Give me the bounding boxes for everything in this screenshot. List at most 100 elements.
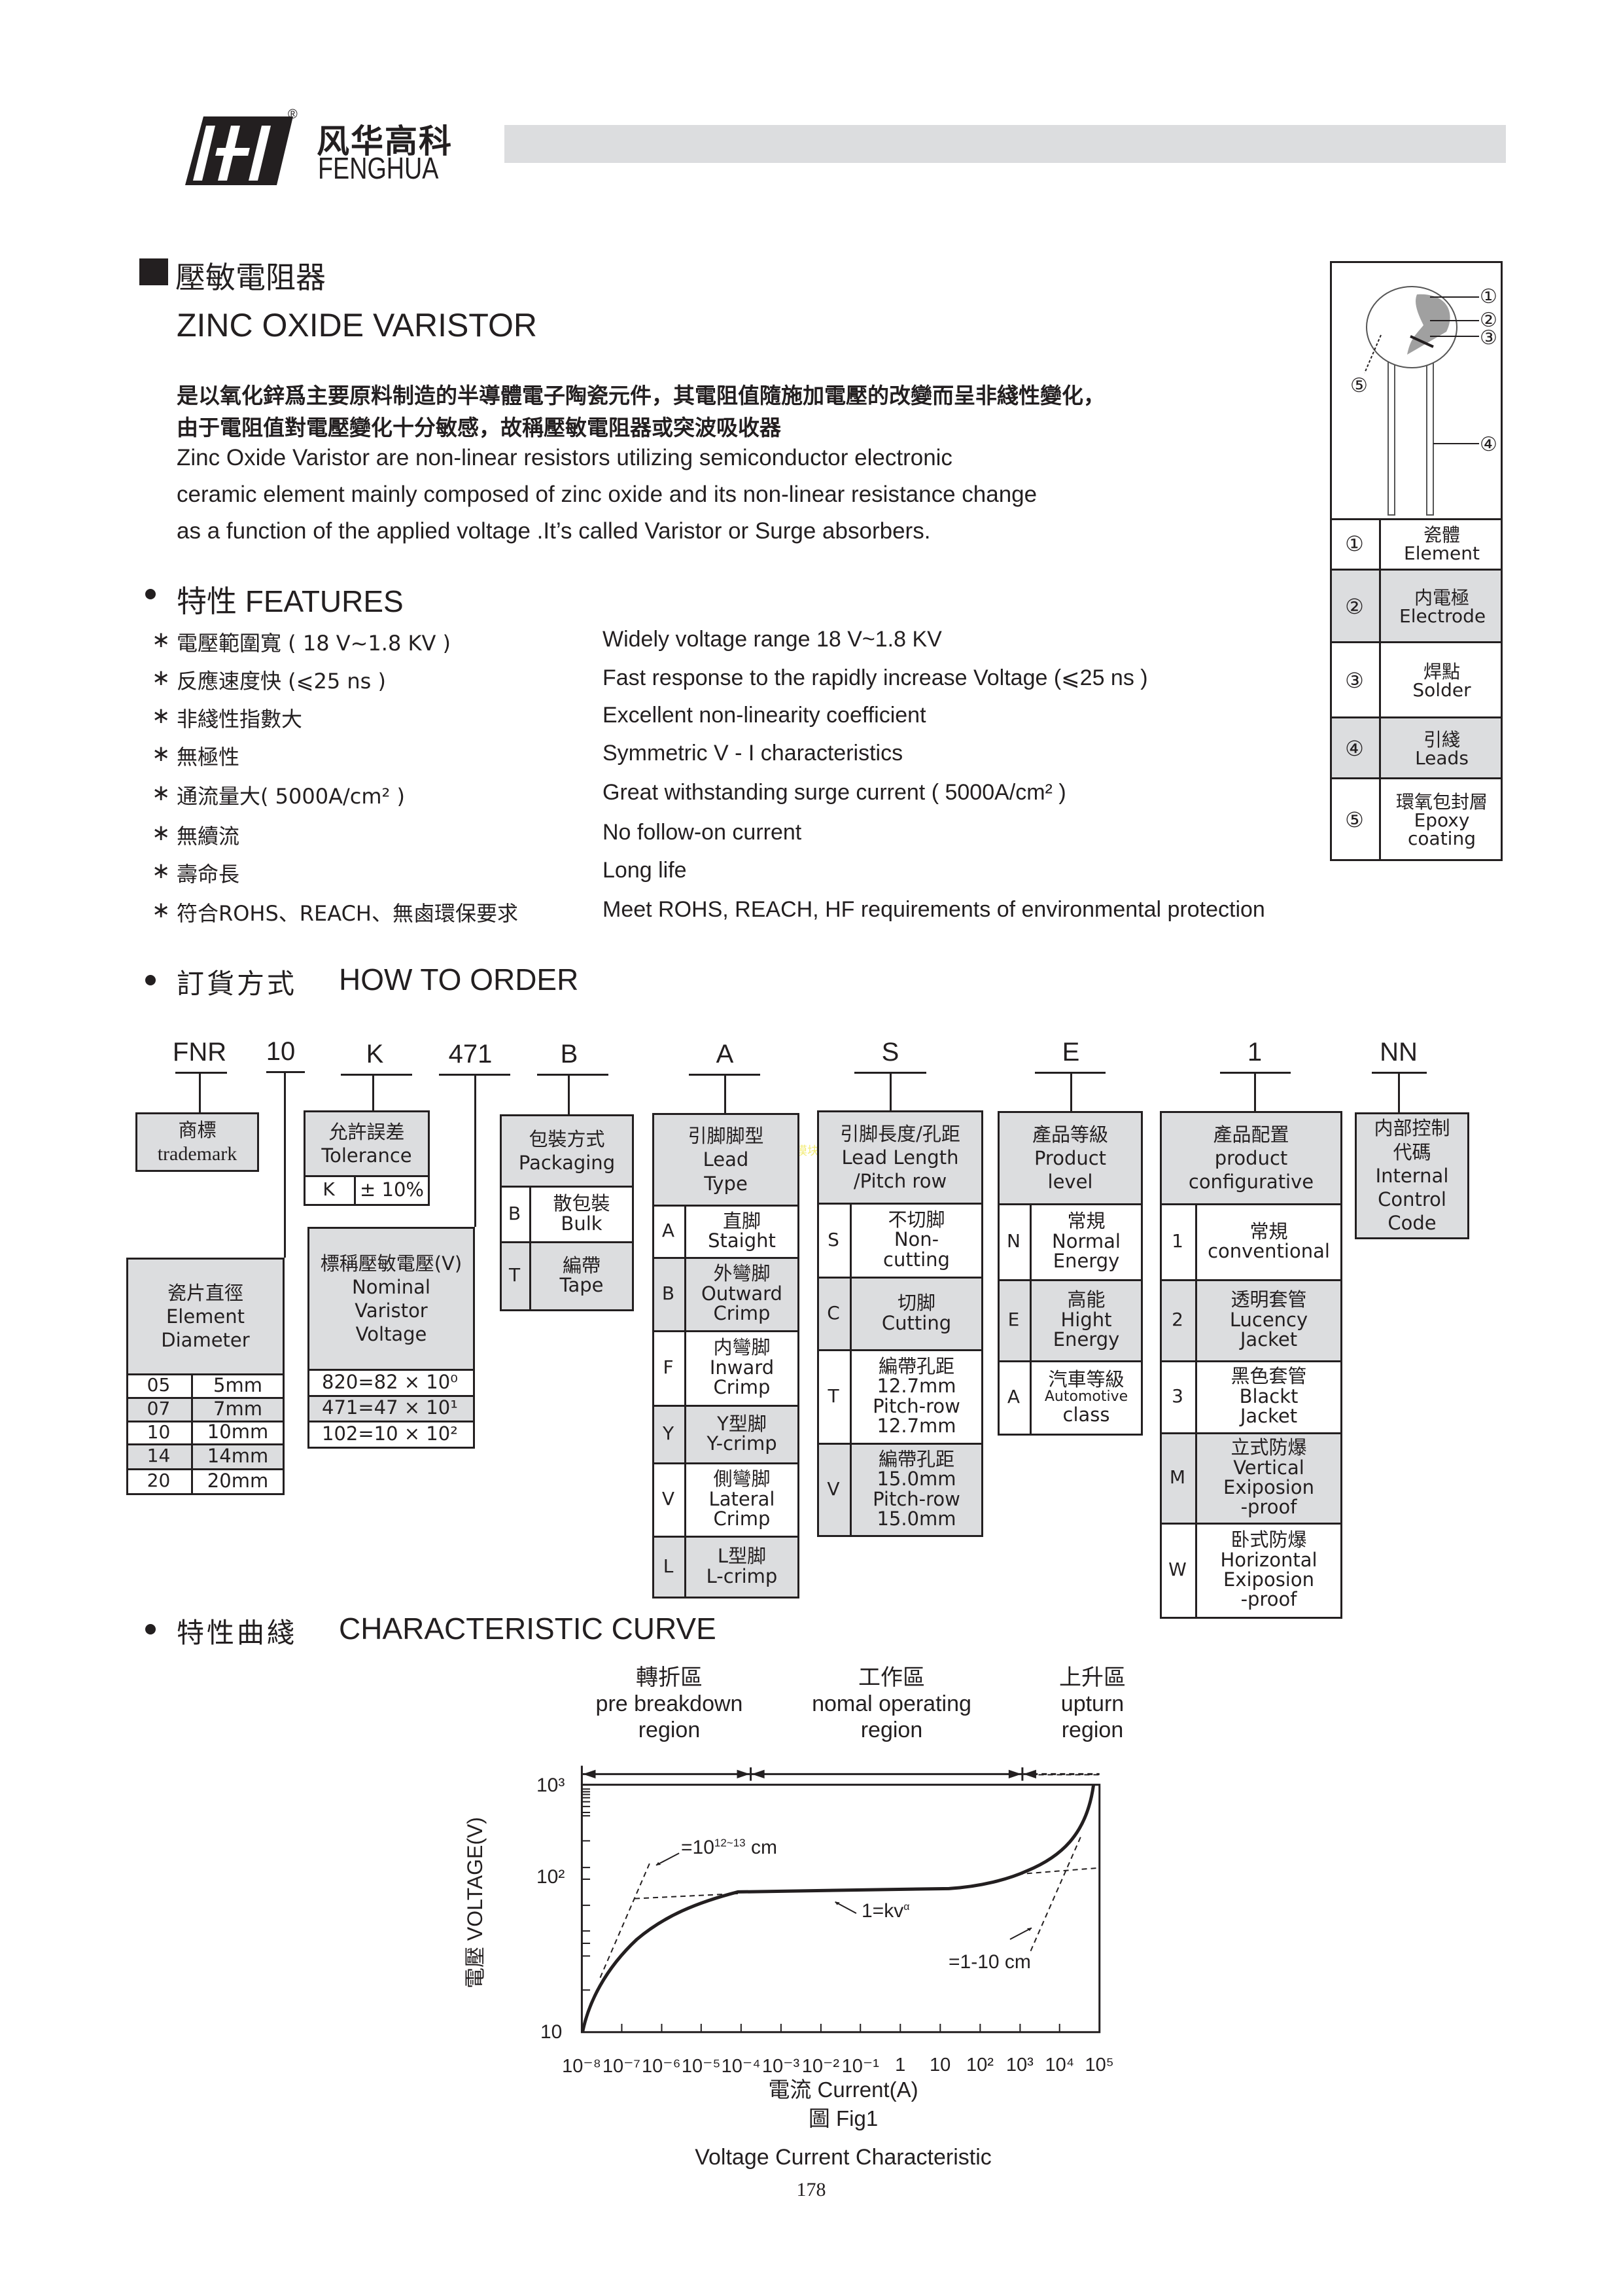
row-text: 側彎脚 <box>713 1468 771 1491</box>
row-code: T <box>828 1385 839 1407</box>
row-text: 透明套管 <box>1230 1288 1307 1311</box>
column-divider <box>684 1405 686 1462</box>
column-divider <box>1195 1279 1197 1360</box>
row-code: K <box>323 1178 335 1201</box>
region-en: region <box>638 1718 701 1742</box>
row-text: 内彎脚 <box>713 1336 771 1359</box>
header-line: 包裝方式 <box>529 1127 605 1150</box>
structure-row <box>1330 643 1503 718</box>
header-line: 標稱壓敏電壓(V) <box>320 1252 462 1275</box>
header-line: Lead <box>703 1148 749 1171</box>
structure-label-cn: 環氧包封層 <box>1395 790 1488 813</box>
row-text: 編帶孔距 <box>878 1354 954 1377</box>
region-normal-operating: 工作區 nomal operating region <box>794 1665 990 1743</box>
header-line: Diameter <box>161 1329 250 1352</box>
structure-row <box>1330 718 1503 779</box>
feature-cn: 無極性 <box>177 745 240 769</box>
header-line: 引脚長度/孔距 <box>840 1122 960 1145</box>
column-divider <box>191 1397 193 1421</box>
column-divider <box>354 1175 356 1204</box>
column-divider <box>191 1443 193 1468</box>
row-text: 5mm <box>213 1373 262 1396</box>
annotation-arrow <box>655 1853 679 1865</box>
header-line: Internal <box>1375 1164 1449 1187</box>
connector-line <box>199 1072 201 1112</box>
x-tick-label: 10⁻⁶ <box>642 2056 681 2077</box>
order-code: S <box>881 1038 899 1067</box>
row-code: Y <box>662 1422 674 1445</box>
code-underline <box>537 1074 608 1076</box>
row-text: 散包裝 <box>553 1192 610 1215</box>
region-en: upturn <box>1060 1691 1125 1716</box>
header-line: Control <box>1378 1188 1446 1211</box>
column-divider <box>529 1186 531 1241</box>
header-line: product <box>1214 1146 1288 1169</box>
row-text: class <box>1062 1403 1110 1426</box>
structure-label-en: Epoxy coating <box>1408 809 1476 849</box>
connector-line <box>568 1074 570 1114</box>
row-text: 常規 <box>1067 1210 1106 1233</box>
column-divider <box>684 1462 686 1536</box>
curve-heading-cn: 特性曲綫 <box>177 1617 298 1649</box>
structure-row <box>1330 571 1503 643</box>
annotation-resistivity-low-current: =1012~13 cm <box>681 1837 777 1859</box>
order-row <box>126 1421 285 1445</box>
region-upturn: 上升區 upturn region <box>1027 1665 1158 1743</box>
intro-en-1: Zinc Oxide Varistor are non-linear resis… <box>177 445 952 470</box>
row-text: Crimp <box>713 1508 771 1530</box>
connector-line <box>1070 1072 1072 1111</box>
row-text: Y-crimp <box>707 1432 777 1455</box>
y-tick-label: 10 <box>540 2021 563 2043</box>
structure-num: ② <box>1330 571 1381 643</box>
plot-frame <box>582 1785 1099 2032</box>
x-tick-label: 1 <box>895 2055 906 2075</box>
title-square-icon <box>139 258 168 285</box>
row-description: 20mm <box>191 1468 285 1493</box>
callout-5: ⑤ <box>1350 375 1368 397</box>
row-description: 7mm <box>191 1397 285 1421</box>
order-code: E <box>1062 1038 1080 1067</box>
column-divider <box>684 1257 686 1330</box>
structure-label-cn: 引綫 <box>1423 728 1460 751</box>
row-text: Energy <box>1053 1250 1120 1273</box>
vi-curve <box>583 1785 1094 2032</box>
structure-row <box>1330 779 1503 861</box>
x-tick-label: 10⁻⁵ <box>681 2056 721 2077</box>
feature-cn: 反應速度快 (⩽25 ns ) <box>177 669 386 694</box>
order-code: K <box>366 1040 384 1069</box>
bullet-star-icon: ∗ <box>152 781 171 805</box>
structure-label-en: Solder <box>1412 679 1471 701</box>
row-text: Lucency <box>1229 1308 1308 1331</box>
header-line: Nominal <box>352 1275 430 1298</box>
row-code: 07 <box>147 1398 171 1420</box>
row-text: Exiposion <box>1223 1568 1314 1591</box>
row-text: Bulk <box>561 1212 602 1235</box>
feature-en: Excellent non-linearity coefficient <box>602 703 926 728</box>
row-text: 15.0mm <box>877 1507 956 1530</box>
column-divider <box>850 1443 852 1535</box>
row-text: 14mm <box>207 1444 269 1467</box>
row-code: C <box>827 1301 840 1324</box>
intro-cn-2: 由于電阻值對電壓變化十分敏感，故稱壓敏電阻器或突波吸收器 <box>177 415 781 440</box>
row-code: 14 <box>147 1445 171 1467</box>
annotation-text: 1=kv <box>862 1900 904 1922</box>
region-cn: 工作區 <box>858 1665 925 1691</box>
figure-label: 圖 Fig1 <box>808 2106 879 2130</box>
row-text: 15.0mm <box>877 1468 956 1491</box>
order-code: 471 <box>448 1040 493 1069</box>
structure-num: ④ <box>1330 718 1381 779</box>
x-tick-label: 10³ <box>1005 2055 1034 2075</box>
row-code: L <box>663 1555 674 1577</box>
column-divider <box>191 1421 193 1443</box>
feature-en: Long life <box>602 858 687 883</box>
column-divider <box>1195 1523 1197 1617</box>
row-code: F <box>663 1356 674 1379</box>
row-text: Crimp <box>713 1376 771 1399</box>
